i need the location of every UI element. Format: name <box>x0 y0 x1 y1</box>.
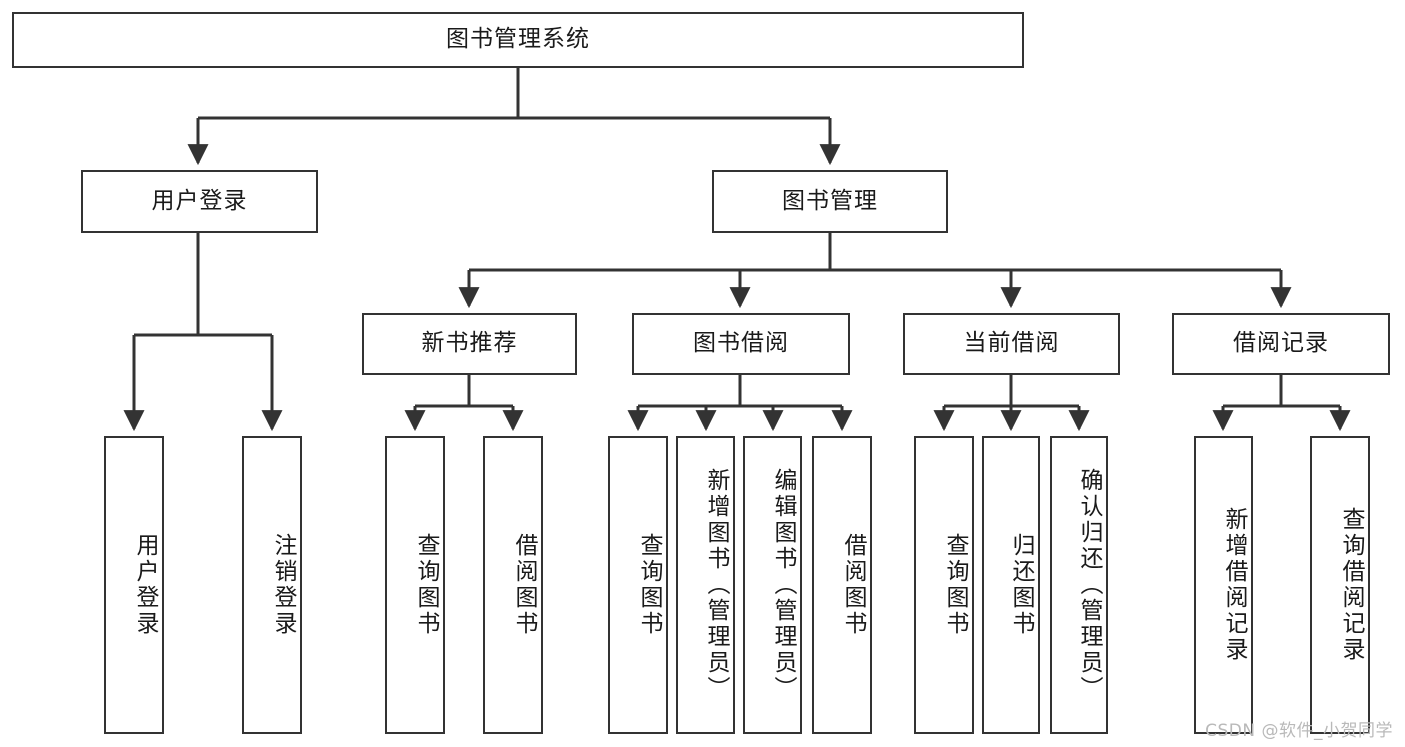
node-leaf-query-book-current[interactable]: 查询图书 <box>914 436 974 734</box>
node-leaf-borrow-book[interactable]: 借阅图书 <box>812 436 872 734</box>
node-label: 图书借阅 <box>693 330 789 357</box>
node-book-borrow[interactable]: 图书借阅 <box>632 313 850 375</box>
node-label: 注销登录 <box>270 533 296 637</box>
node-label: 查询图书 <box>636 533 662 637</box>
node-label: 编辑图书（管理员） <box>770 468 796 702</box>
node-leaf-add-book-admin[interactable]: 新增图书（管理员） <box>676 436 735 734</box>
node-label: 查询借阅记录 <box>1338 507 1364 663</box>
node-leaf-edit-book-admin[interactable]: 编辑图书（管理员） <box>743 436 802 734</box>
node-label: 图书管理 <box>782 187 878 214</box>
node-label: 新增图书（管理员） <box>703 468 729 702</box>
node-label: 用户登录 <box>151 187 248 214</box>
node-user-login[interactable]: 用户登录 <box>81 170 318 233</box>
node-leaf-borrow-book-recommend[interactable]: 借阅图书 <box>483 436 543 734</box>
node-label: 当前借阅 <box>963 330 1060 357</box>
node-leaf-add-borrow-record[interactable]: 新增借阅记录 <box>1194 436 1253 734</box>
node-label: 归还图书 <box>1008 533 1034 637</box>
node-leaf-return-book[interactable]: 归还图书 <box>982 436 1040 734</box>
node-leaf-user-login[interactable]: 用户登录 <box>104 436 164 734</box>
node-label: 图书管理系统 <box>446 26 590 53</box>
node-label: 查询图书 <box>413 533 439 637</box>
node-leaf-query-borrow-record[interactable]: 查询借阅记录 <box>1310 436 1370 734</box>
node-leaf-logout-login[interactable]: 注销登录 <box>242 436 302 734</box>
node-label: 借阅图书 <box>840 533 866 637</box>
node-label: 新增借阅记录 <box>1221 507 1247 663</box>
node-label: 借阅图书 <box>511 533 537 637</box>
node-new-book-recommend[interactable]: 新书推荐 <box>362 313 577 375</box>
node-book-management[interactable]: 图书管理 <box>712 170 948 233</box>
node-label: 借阅记录 <box>1233 330 1329 357</box>
node-root-book-management-system[interactable]: 图书管理系统 <box>12 12 1024 68</box>
node-label: 查询图书 <box>942 533 968 637</box>
node-leaf-confirm-return-admin[interactable]: 确认归还（管理员） <box>1050 436 1108 734</box>
node-current-borrow[interactable]: 当前借阅 <box>903 313 1120 375</box>
node-label: 用户登录 <box>132 533 158 637</box>
node-borrow-record[interactable]: 借阅记录 <box>1172 313 1390 375</box>
node-label: 新书推荐 <box>421 330 518 357</box>
node-leaf-query-book-borrow[interactable]: 查询图书 <box>608 436 668 734</box>
node-label: 确认归还（管理员） <box>1076 468 1102 702</box>
node-leaf-query-book-recommend[interactable]: 查询图书 <box>385 436 445 734</box>
csdn-watermark: CSDN @软件_小贺同学 <box>1205 721 1393 741</box>
